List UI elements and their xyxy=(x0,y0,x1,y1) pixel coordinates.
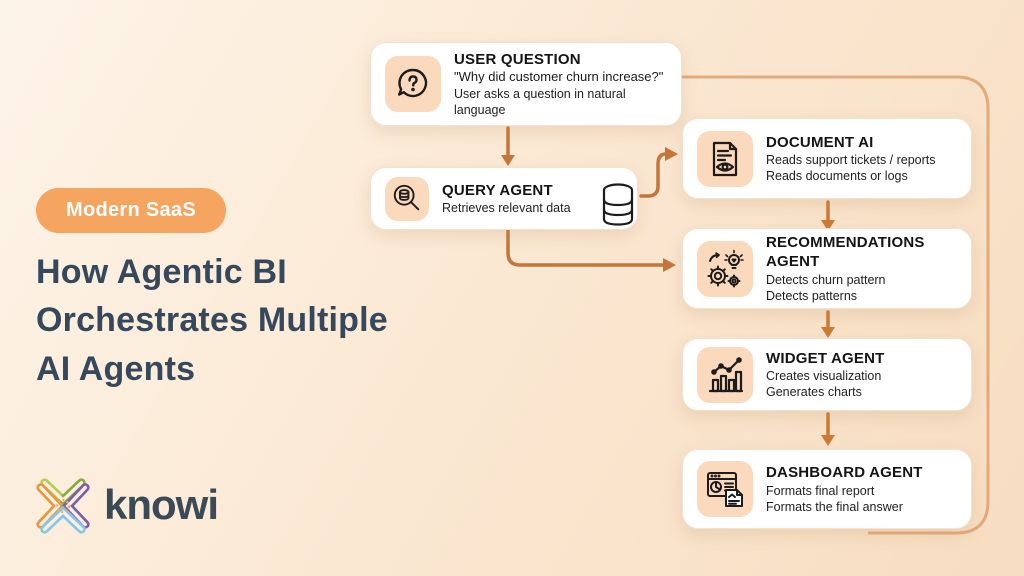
knowi-logo: knowi xyxy=(32,470,219,540)
loop-connector-line xyxy=(678,75,990,535)
document-eye-icon xyxy=(697,130,753,187)
bar-line-chart-icon xyxy=(697,346,753,403)
node-title: WIDGET AGENT xyxy=(766,349,885,367)
node-line: Detects patterns xyxy=(766,289,858,303)
node-line: Formats the final answer xyxy=(766,499,903,514)
gears-lightbulb-icon xyxy=(697,240,753,297)
connector-recommendations-to-widget xyxy=(821,310,835,338)
node-recommendations-agent: RECOMMENDATIONS AGENT Detects churn patt… xyxy=(682,228,972,309)
node-query-agent: QUERY AGENT Retrieves relevant data xyxy=(370,167,638,230)
magnifier-database-icon xyxy=(385,176,429,221)
node-widget-agent: WIDGET AGENT Creates visualization Gener… xyxy=(682,338,972,411)
node-user-question: USER QUESTION "Why did customer churn in… xyxy=(370,42,682,126)
node-title: QUERY AGENT xyxy=(442,181,553,199)
node-line: Retrieves relevant data xyxy=(442,201,571,216)
node-title: DOCUMENT AI xyxy=(766,133,874,151)
connector-query-to-document xyxy=(639,147,678,198)
node-line: Creates visualization xyxy=(766,369,882,383)
modern-saas-badge: Modern SaaS xyxy=(36,188,226,233)
connector-query-to-recommendations xyxy=(506,228,676,272)
connector-widget-to-dashboard xyxy=(821,412,835,446)
database-icon xyxy=(597,181,639,229)
node-line: Formats final report xyxy=(766,483,875,498)
node-title: DASHBOARD AGENT xyxy=(766,464,923,481)
node-line: Reads documents or logs xyxy=(766,169,908,184)
connector-document-to-recommendations xyxy=(821,200,835,231)
node-document-ai: DOCUMENT AI Reads support tickets / repo… xyxy=(682,118,972,199)
page-title: How Agentic BI Orchestrates Multiple AI … xyxy=(36,248,476,393)
dashboard-windows-icon xyxy=(697,461,753,517)
node-title: USER QUESTION xyxy=(454,50,581,68)
node-line: User asks a question in natural language xyxy=(454,86,626,118)
node-line: Generates charts xyxy=(766,385,862,400)
knowi-star-icon xyxy=(32,470,94,540)
node-line: Reads support tickets / reports xyxy=(766,153,936,167)
node-line: Detects churn pattern xyxy=(766,272,886,287)
page-title-line-3: AI Agents xyxy=(36,349,196,388)
question-speech-bubble-icon xyxy=(385,56,441,112)
node-dashboard-agent: DASHBOARD AGENT Formats final report For… xyxy=(682,449,972,529)
page-title-line-2: Orchestrates Multiple xyxy=(36,301,388,340)
knowi-logo-text: knowi xyxy=(104,481,219,528)
node-line: "Why did customer churn increase?" xyxy=(454,69,664,85)
node-title: RECOMMENDATIONS AGENT xyxy=(766,233,925,271)
page-title-line-1: How Agentic BI xyxy=(36,253,287,291)
connector-user-to-query xyxy=(501,126,515,166)
